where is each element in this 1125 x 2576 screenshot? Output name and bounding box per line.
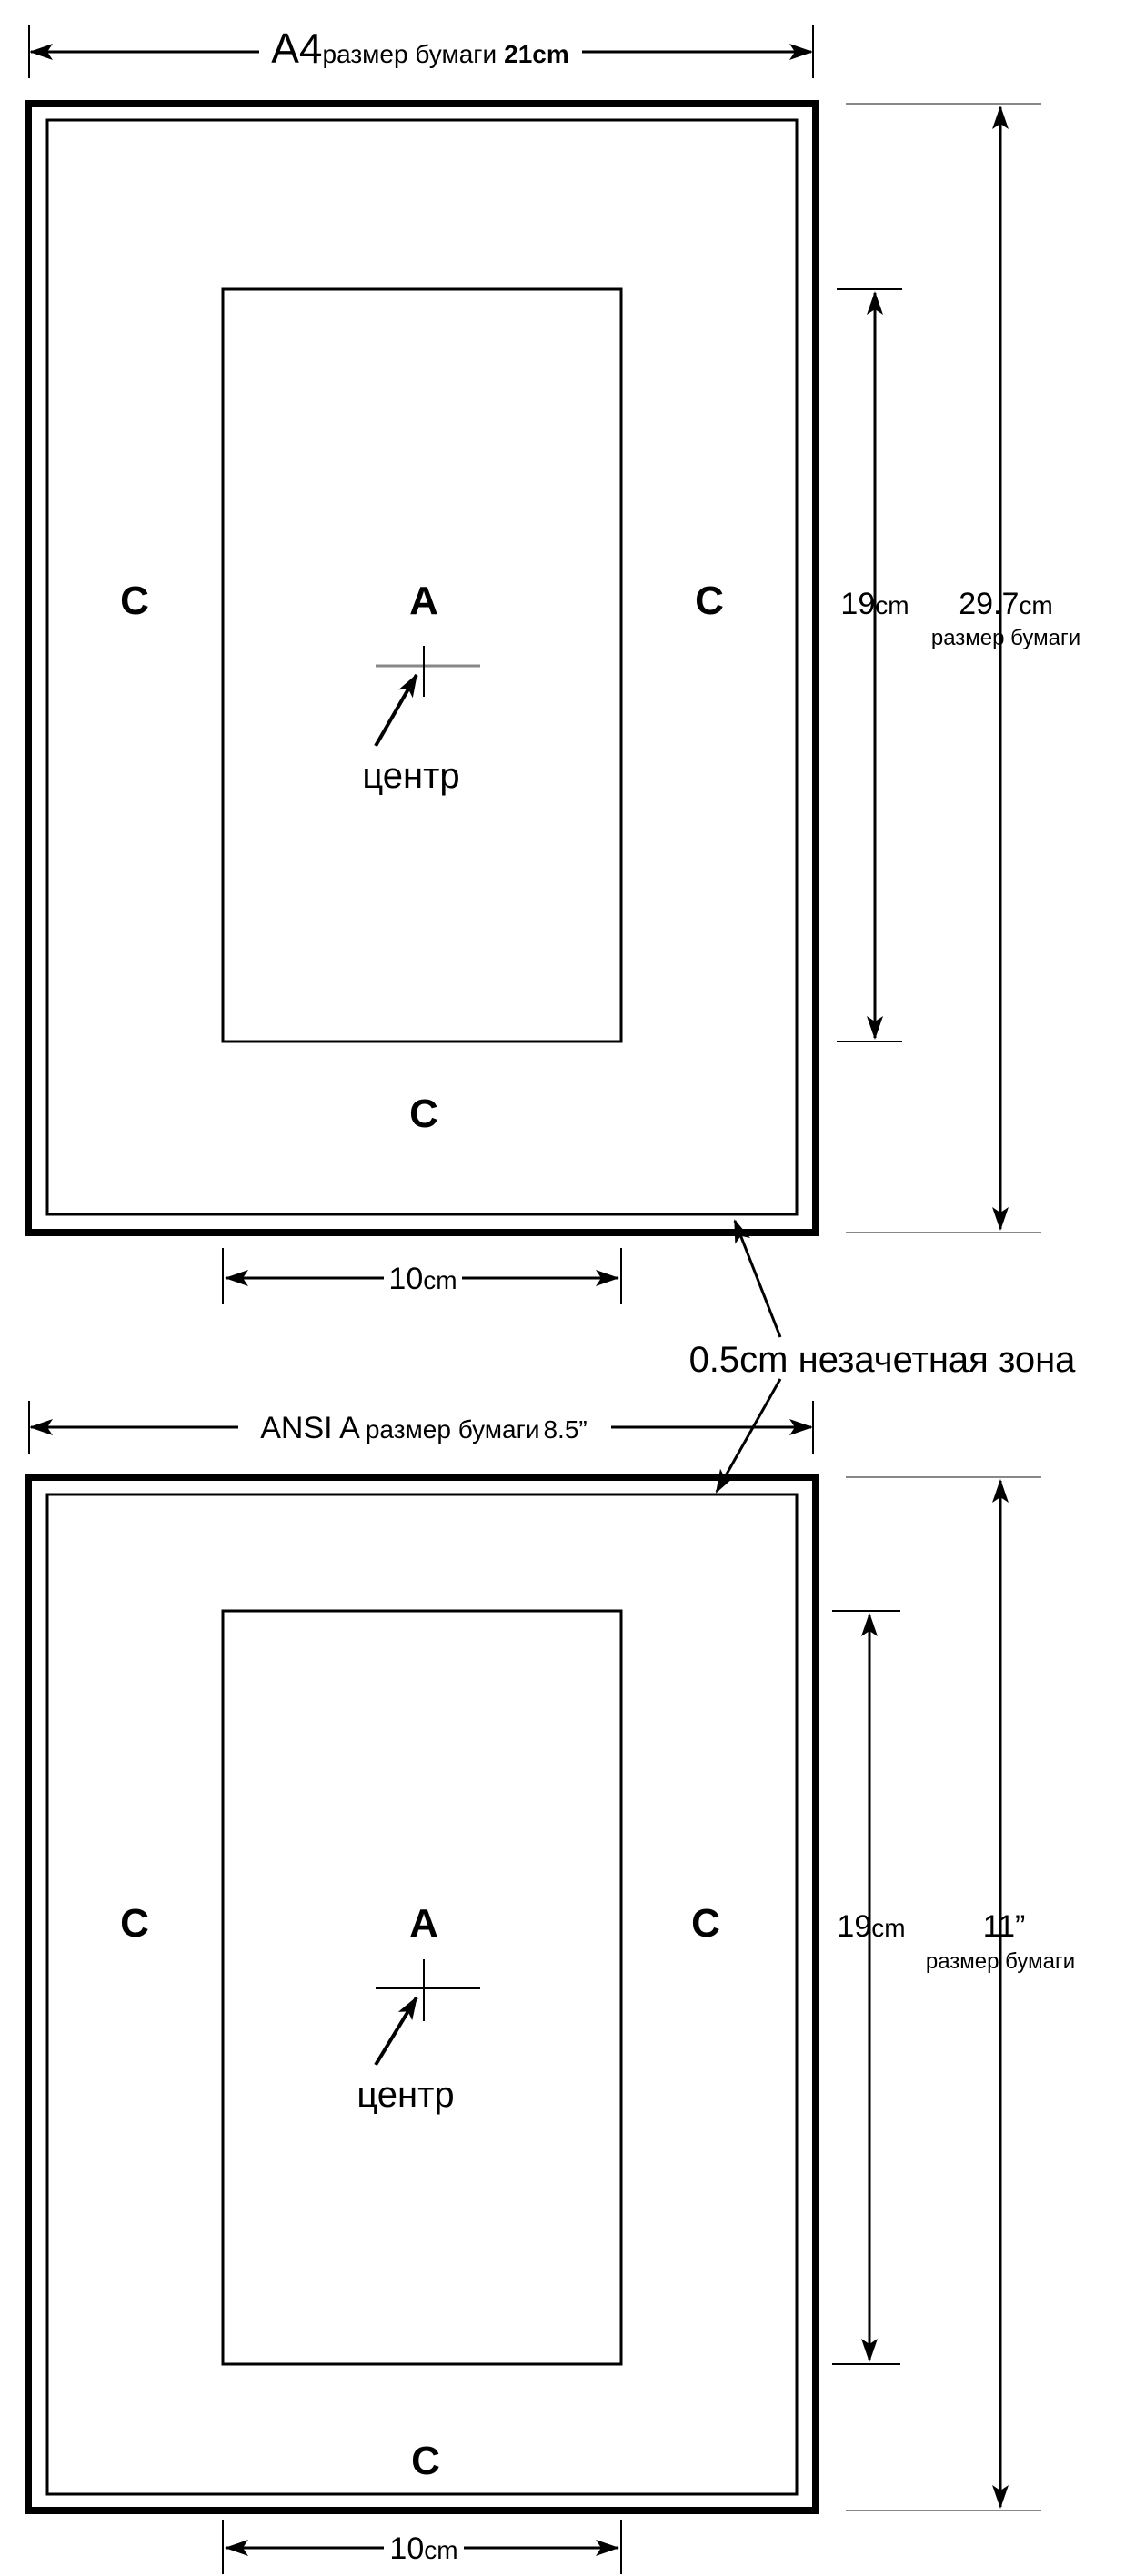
a4-center-label: центр <box>362 756 459 796</box>
ansi-inner-height-label: 19cm <box>837 1909 905 1944</box>
a4-zone-a: A <box>409 579 438 623</box>
a4-inner-width-label: 10cm <box>388 1262 457 1296</box>
ansi-center-arrow <box>374 1996 418 2067</box>
ansi-printable-area <box>45 1493 799 2496</box>
ansi-zone-c-bottom: C <box>411 2439 440 2483</box>
a4-center-arrow <box>374 673 418 747</box>
ansi-zone-c-right: C <box>691 1901 720 1946</box>
ansi-paper-height-sub: размер бумаги <box>926 1949 1075 1974</box>
ansi-zone-a-box <box>221 1609 623 2366</box>
a4-zone-c-right: C <box>695 579 724 623</box>
ansi-paper-outer <box>25 1474 819 2514</box>
a4-zone-c-left: C <box>120 579 149 623</box>
margin-callout: 0.5cm незачетная зона <box>689 1219 1077 1494</box>
margin-label: 0.5cm незачетная зона <box>689 1340 1077 1380</box>
ansi-inner-width-label: 10cm <box>389 2531 457 2566</box>
a4-paper-outer <box>25 100 819 1236</box>
ansi-zone-a: A <box>409 1901 438 1946</box>
ansi-center-label: центр <box>357 2075 454 2115</box>
a4-inner-height-label: 19cm <box>840 587 909 621</box>
a4-paper-height-sub: размер бумаги <box>931 626 1080 650</box>
a4-printable-area <box>45 118 799 1216</box>
margin-arrow-up <box>733 1219 782 1338</box>
a4-paper-height-label: 29.7cm <box>959 587 1053 621</box>
margin-arrow-down <box>715 1378 782 1494</box>
a4-zone-a-box <box>221 287 623 1043</box>
ansi-zone-c-left: C <box>120 1901 149 1946</box>
a4-zone-c-bottom: C <box>409 1092 438 1136</box>
ansi-paper-height-label: 11” <box>983 1909 1026 1944</box>
